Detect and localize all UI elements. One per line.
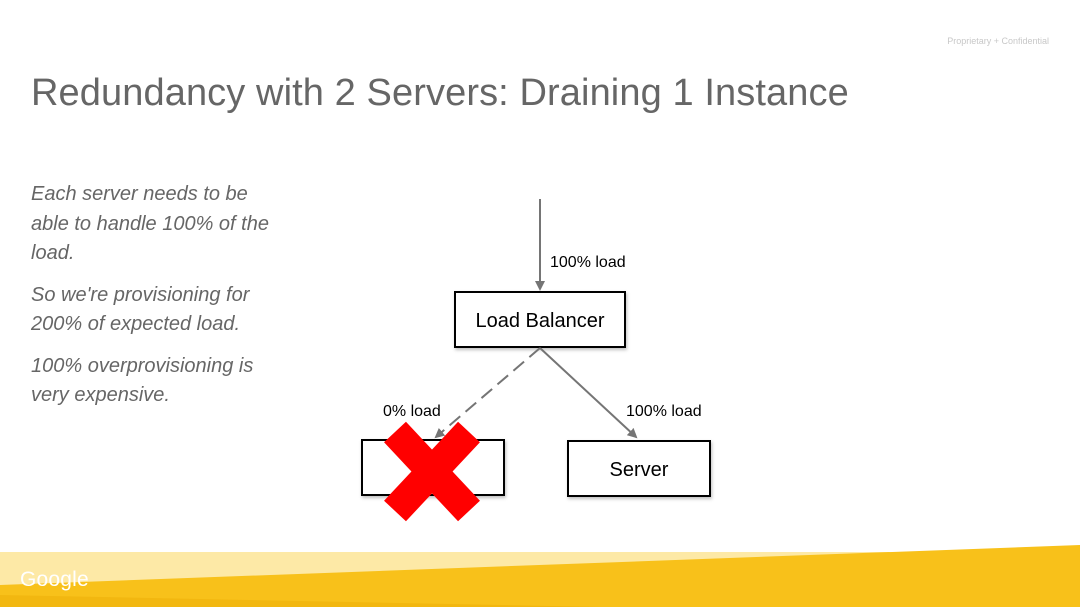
note-1: Each server needs to be able to handle 1…	[31, 183, 269, 264]
speaker-notes: Each server needs to be able to handle 1…	[31, 180, 281, 423]
slide-title: Redundancy with 2 Servers: Draining 1 In…	[31, 72, 849, 114]
load-balancer-box	[454, 291, 626, 348]
load-balancer-label: Load Balancer	[476, 310, 605, 332]
google-logo: Google	[20, 568, 89, 591]
footer-band	[0, 545, 1080, 607]
note-3: 100% overprovisioning is very expensive.	[31, 354, 254, 407]
server-box	[567, 440, 711, 497]
drained-edge-arrow	[434, 347, 541, 439]
note-2: So we're provisioning for 200% of expect…	[31, 283, 250, 336]
confidential-notice: Proprietary + Confidential	[947, 36, 1049, 46]
removed-cross-icon	[384, 421, 480, 522]
drained-load-label: 0% load	[383, 403, 441, 420]
server-label: Server	[610, 459, 669, 481]
active-edge-arrow	[539, 347, 638, 439]
active-load-label: 100% load	[626, 403, 702, 420]
incoming-load-label: 100% load	[550, 254, 626, 271]
